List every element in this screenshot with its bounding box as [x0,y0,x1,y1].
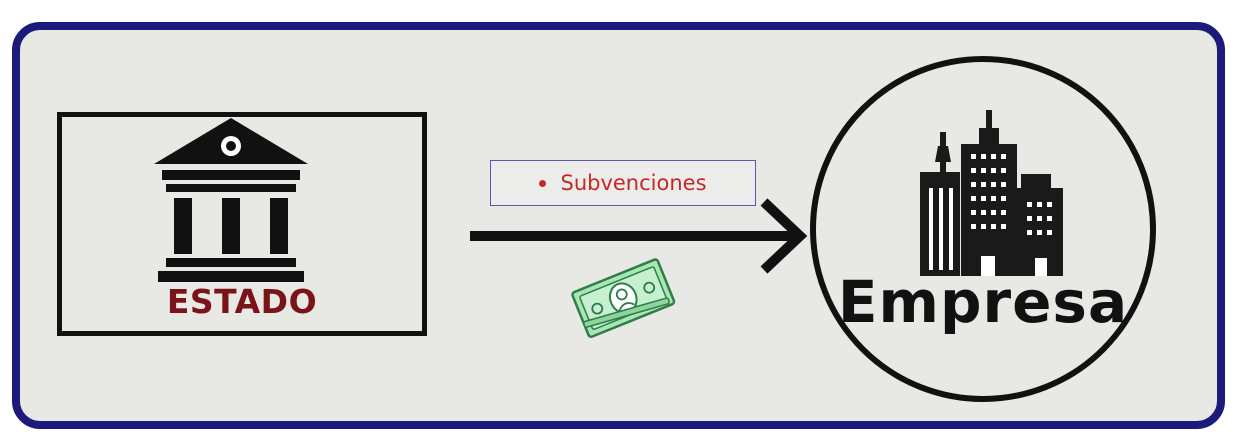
government-building-icon [154,118,308,282]
estado-label: ESTADO [166,282,318,321]
empresa-label: Empresa [837,268,1129,336]
flow-arrow [470,198,808,274]
subsidy-label-box: Subvenciones [490,160,756,206]
empresa-circle [810,56,1156,402]
bullet-icon [539,179,547,187]
city-buildings-icon [920,110,1063,276]
estado-box [57,112,427,336]
subsidy-label: Subvenciones [560,171,707,195]
banknote-icon [571,258,676,338]
